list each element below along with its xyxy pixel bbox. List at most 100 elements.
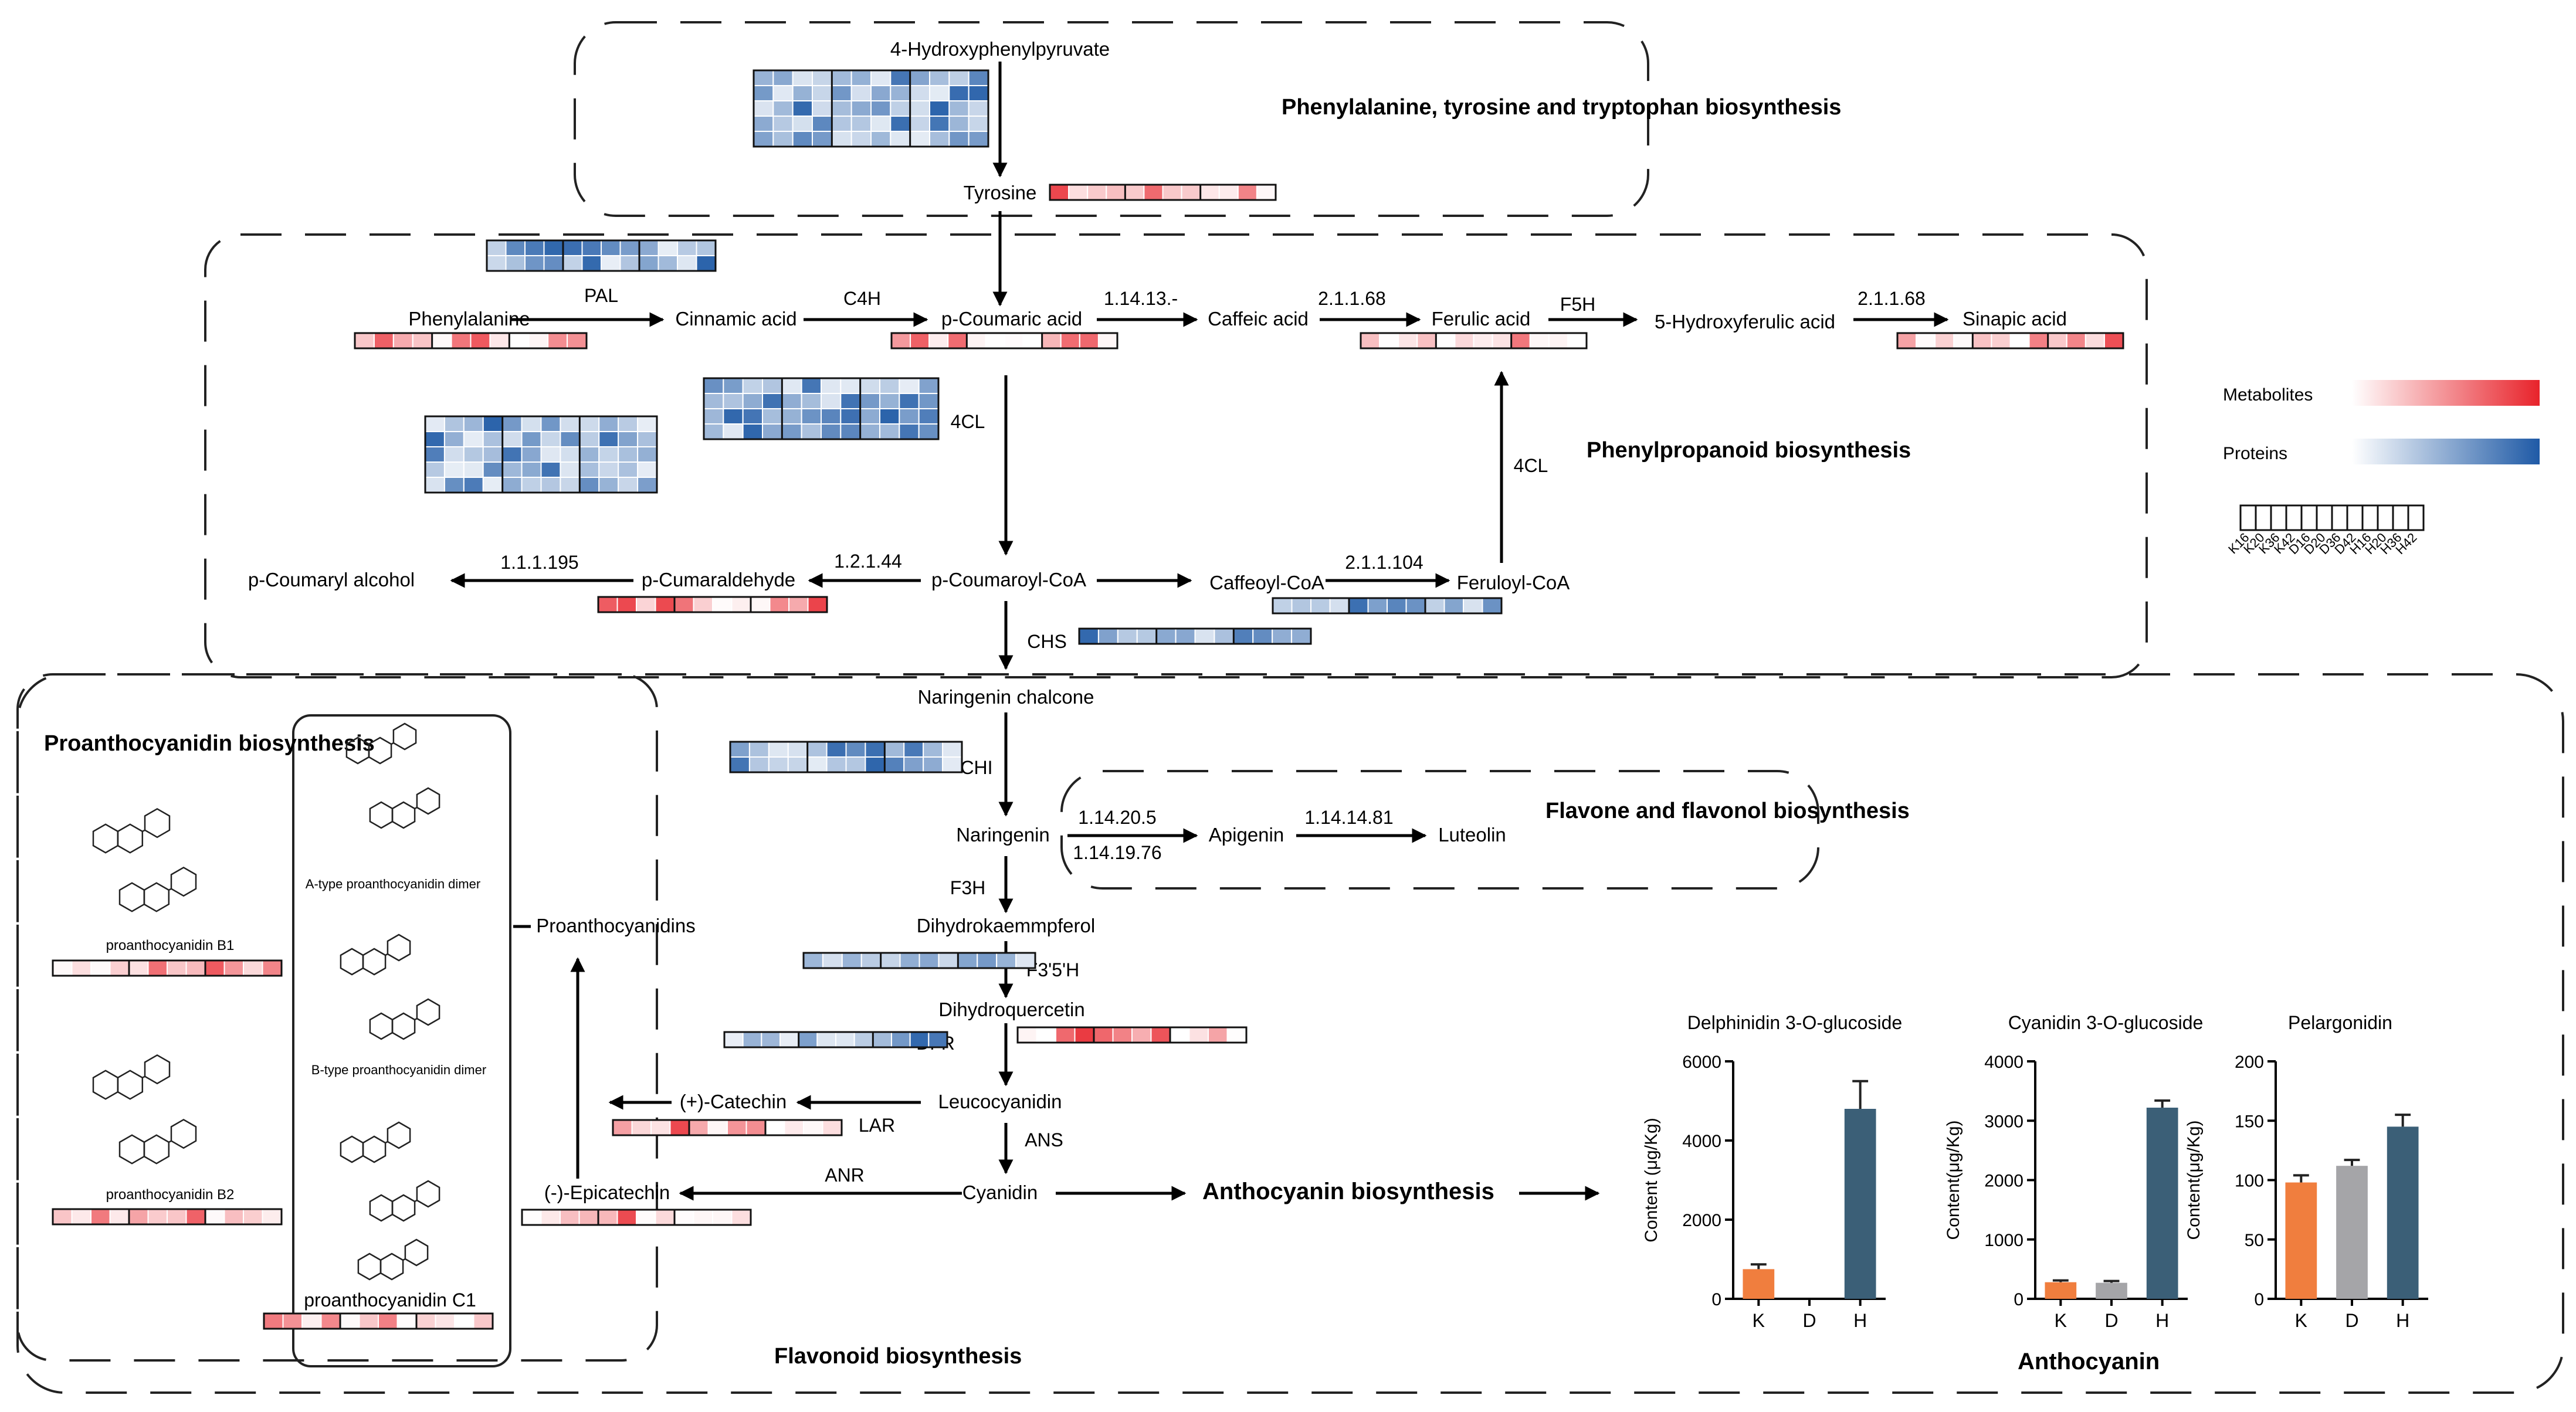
heatmap-cell [579, 431, 600, 447]
heatmap-cell [803, 952, 823, 969]
heatmap-border [263, 1312, 494, 1330]
heatmap-cell [942, 756, 963, 773]
heatmap-cell [1015, 952, 1036, 969]
heatmap-cell [841, 952, 862, 969]
heatmap-cell [792, 70, 813, 86]
heatmap-cell [801, 378, 822, 394]
legend-metabolites-gradient [2352, 380, 2540, 406]
heatmap-cell [966, 332, 987, 349]
heatmap-cell [1405, 598, 1426, 614]
heatmap-cell [1188, 1027, 1209, 1043]
heatmap-cell [443, 461, 465, 478]
heatmap-cell [899, 408, 920, 425]
heatmap-cell [968, 131, 989, 147]
heatmap-cell [724, 1031, 744, 1048]
heatmap-cell [768, 741, 789, 758]
heatmap-border [597, 596, 828, 613]
heatmap-cell [109, 1209, 130, 1225]
heatmap-cell [859, 378, 880, 394]
heatmap-cell [639, 255, 659, 271]
heatmap-cell [505, 240, 526, 256]
heatmap-cell [486, 240, 507, 256]
region-title-flavonoid: Flavonoid biosynthesis [774, 1344, 1022, 1369]
heatmap-cell [909, 1031, 930, 1048]
heatmap-4cl-a [703, 377, 940, 440]
heatmap-cell [167, 960, 187, 976]
heatmap-cell [263, 1313, 284, 1329]
chart-y-tick-label: 4000 [1682, 1132, 1721, 1151]
heatmap-cell [509, 332, 530, 349]
heatmap-border [486, 239, 717, 272]
heatmap-cell [128, 960, 149, 976]
heatmap-cell [579, 416, 600, 432]
metabolite-hydroxyphenylpyruvate: 4-Hydroxyphenylpyruvate [890, 38, 1110, 60]
heatmap-border [354, 332, 588, 349]
heatmap-cell [1036, 1027, 1056, 1043]
heatmap-cell [482, 446, 503, 463]
heatmap-dfr [723, 1031, 948, 1048]
heatmap-cell [482, 461, 503, 478]
heatmap-p-coumaric-acid [890, 332, 1118, 349]
heatmap-cell [579, 446, 600, 463]
structure-ring [340, 948, 364, 976]
heatmap-cell [977, 952, 998, 969]
heatmap-cell [806, 756, 828, 773]
heatmap-cell [320, 1313, 341, 1329]
structure-ring [340, 1135, 364, 1163]
structure-ring [118, 882, 145, 912]
heatmap-cell [521, 431, 542, 447]
heatmap-cell [637, 446, 658, 463]
heatmap-cell [598, 477, 619, 493]
structure-bond [168, 1140, 172, 1143]
heatmap-cell [779, 1031, 799, 1048]
heatmap-cell [598, 596, 618, 613]
heatmap-cell [985, 332, 1005, 349]
heatmap-cell [598, 461, 619, 478]
heatmap-cell [890, 100, 911, 117]
heatmap-cell [301, 1313, 322, 1329]
heatmap-cell [723, 408, 744, 425]
metabolite-p-coumaroyl-coa: p-Coumaroyl-CoA [931, 569, 1086, 590]
heatmap-cell [185, 960, 206, 976]
heatmap-cell [482, 416, 503, 432]
heatmap-cell [1291, 628, 1311, 644]
chart-y-tick-label: 3000 [1984, 1112, 2023, 1131]
heatmap-cell [748, 741, 770, 758]
heatmap-hpp-enzymes [753, 69, 989, 148]
region-box-proanthocyanidin [16, 673, 658, 1362]
structure-ring [416, 998, 440, 1026]
metabolite-cyanidin: Cyanidin [962, 1182, 1038, 1203]
structure-ring [387, 1121, 411, 1149]
heatmap-cell [801, 393, 822, 409]
heatmap-cell [853, 1031, 874, 1048]
heatmap-border [521, 1209, 752, 1226]
heatmap-cell [655, 1209, 675, 1226]
heatmap-cell [167, 1209, 187, 1225]
heatmap-cell [918, 393, 939, 409]
heatmap-cell [696, 255, 716, 271]
heatmap-cell [1068, 184, 1089, 201]
heatmap-cell [52, 1209, 73, 1225]
chart-bar [1743, 1269, 1775, 1299]
heatmap-cell [560, 461, 581, 478]
heatmap-p-cumaraldehyde [597, 596, 828, 613]
enzyme-anr: ANR [825, 1165, 865, 1186]
heatmap-cell [482, 431, 503, 447]
heatmap-cell [822, 952, 843, 969]
heatmap-cell [524, 240, 545, 256]
heatmap-cell [616, 596, 637, 613]
metabolite-epicatechin: (-)-Epicatechin [544, 1182, 670, 1203]
heatmap-cell [890, 116, 911, 132]
heatmap-cell [806, 741, 828, 758]
metabolite-cinnamic-acid: Cinnamic acid [675, 308, 796, 330]
heatmap-cell [262, 960, 282, 976]
heatmap-cell [618, 416, 639, 432]
structure-bond [391, 742, 394, 745]
structure-ring [391, 1194, 416, 1222]
enzyme-f3h: F3H [950, 877, 985, 898]
heatmap-cell [482, 477, 503, 493]
heatmap-cell [909, 116, 930, 132]
heatmap-cell [850, 100, 872, 117]
heatmap-cell [1398, 332, 1418, 349]
